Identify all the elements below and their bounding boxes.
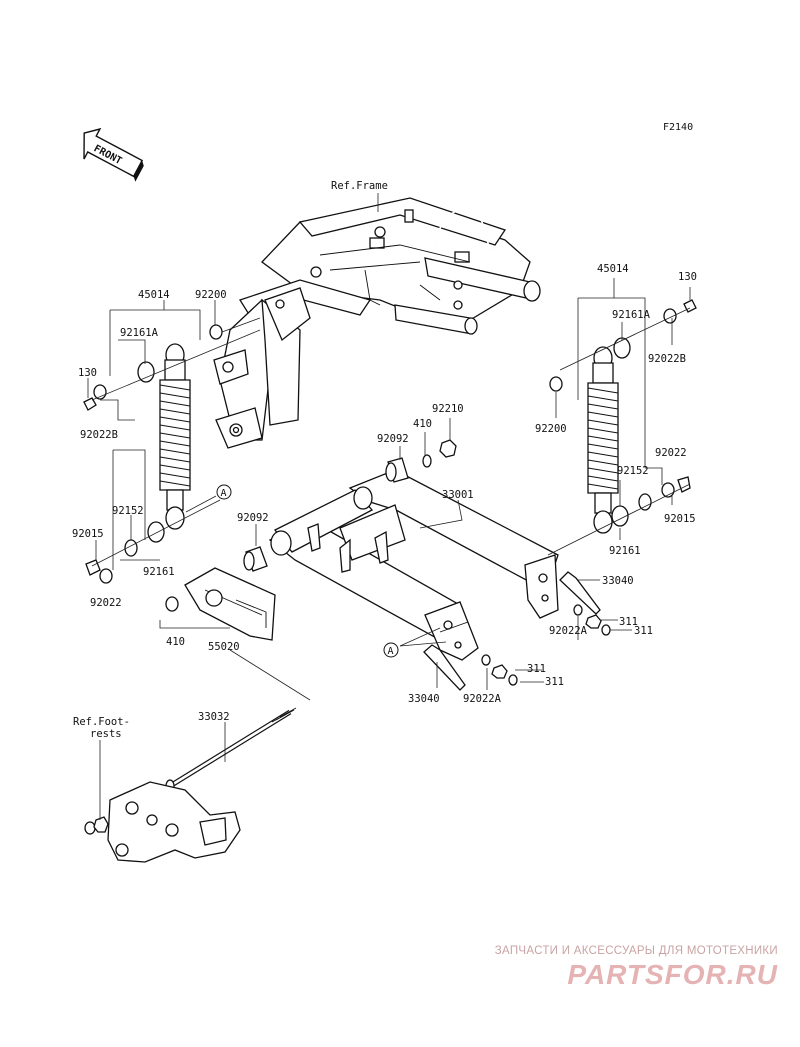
rear-axle	[165, 707, 297, 793]
part-label: 311	[619, 616, 638, 628]
ref-footrests-label: Ref.Foot-	[73, 716, 130, 728]
part-label: 92161A	[120, 327, 159, 339]
figure-code: F2140	[663, 122, 693, 133]
bushing-lower	[243, 546, 268, 572]
svg-text:A: A	[388, 646, 394, 657]
ref-footrests-label: rests	[90, 728, 122, 740]
part-label: 410	[166, 636, 185, 648]
part-label: 311	[527, 663, 546, 675]
part-label: 92210	[432, 403, 464, 415]
callout-marker-a-1: A	[216, 484, 232, 500]
leader-lines	[87, 278, 691, 820]
ref-frame-label: Ref.Frame	[331, 180, 388, 192]
part-label: 92092	[377, 433, 409, 445]
watermark-brand: PARTSFOR.RU	[567, 959, 778, 990]
part-label: 92022	[655, 447, 687, 459]
callout-marker-a-2: A	[383, 642, 399, 658]
part-label: 92022B	[648, 353, 686, 365]
part-label: 130	[678, 271, 697, 283]
part-label: 92022	[90, 597, 122, 609]
shock-absorber-right	[547, 299, 697, 556]
part-label: 92161	[143, 566, 175, 578]
part-label: 92022A	[463, 693, 502, 705]
part-label: 92092	[237, 512, 269, 524]
part-label: 45014	[138, 289, 170, 301]
part-label: 33040	[408, 693, 440, 705]
part-label: 92022B	[80, 429, 118, 441]
watermark: ЗАПЧАСТИ И АКСЕССУАРЫ ДЛЯ МОТОТЕХНИКИ PA…	[495, 945, 778, 991]
part-label: 410	[413, 418, 432, 430]
footrest-bracket	[84, 781, 241, 863]
watermark-tagline: ЗАПЧАСТИ И АКСЕССУАРЫ ДЛЯ МОТОТЕХНИКИ	[494, 945, 778, 957]
part-label: 45014	[597, 263, 629, 275]
part-label: 92152	[112, 505, 144, 517]
part-label: 92015	[72, 528, 104, 540]
shock-absorber-left	[83, 329, 261, 584]
frame	[213, 197, 541, 449]
part-label: 130	[78, 367, 97, 379]
part-label: 33032	[198, 711, 230, 723]
part-label: 33040	[602, 575, 634, 587]
chain-adjuster-left	[423, 644, 518, 691]
part-label: 92152	[617, 465, 649, 477]
part-label: 92161A	[612, 309, 651, 321]
chain-guard	[184, 567, 276, 641]
part-label: 92200	[535, 423, 567, 435]
part-label: 92015	[664, 513, 696, 525]
svg-text:A: A	[221, 488, 227, 499]
part-label: 92161	[609, 545, 641, 557]
bushing-upper	[385, 457, 409, 483]
chain-adjuster-right	[559, 571, 611, 636]
part-label: 33001	[442, 489, 474, 501]
part-label: 311	[545, 676, 564, 688]
washer-410	[165, 596, 179, 612]
part-label: 55020	[208, 641, 240, 653]
swingarm	[268, 469, 559, 661]
nut-92210	[422, 439, 457, 468]
part-label: 311	[634, 625, 653, 637]
part-label: 92200	[195, 289, 227, 301]
front-arrow-icon: FRONT	[83, 127, 144, 182]
part-label: 92022A	[549, 625, 588, 637]
